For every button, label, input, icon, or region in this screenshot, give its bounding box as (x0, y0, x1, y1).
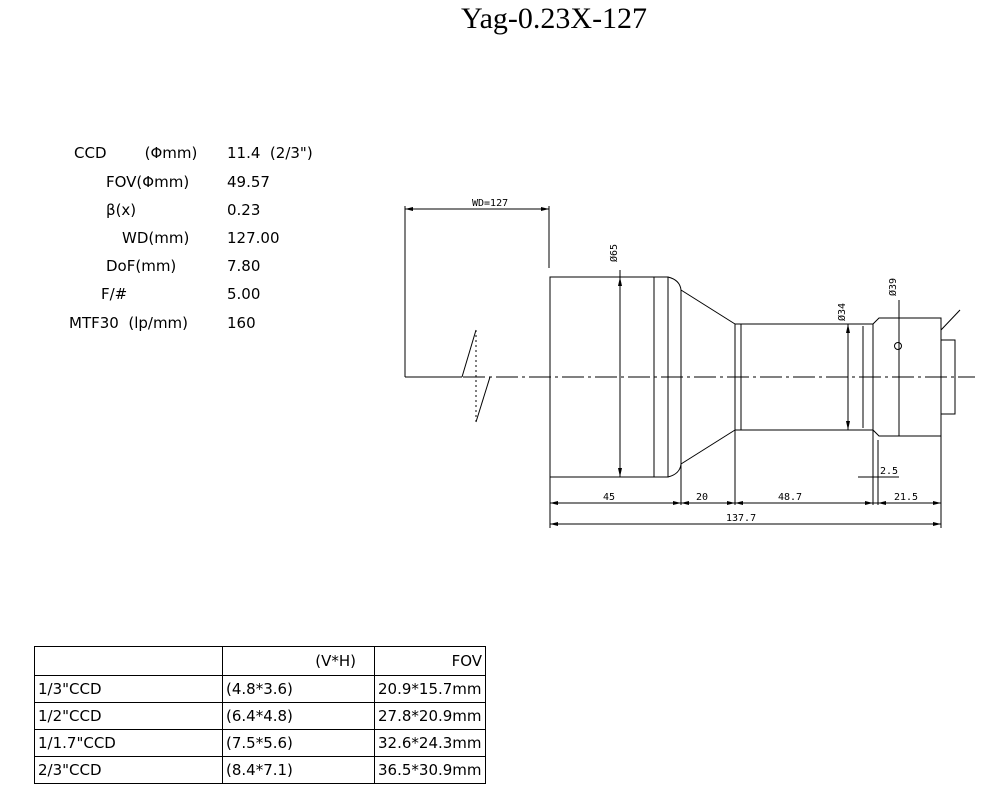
dim-label-45: 45 (603, 492, 615, 503)
table-header-cell: (V*H) (222, 646, 375, 676)
spec-value-ccd: 11.4 (2/3") (227, 144, 313, 162)
spec-label-magnification: β(x) (106, 201, 137, 219)
table-row: 1/3"CCD (4.8*3.6) 20.9*15.7mm (34, 675, 486, 703)
spec-label-dof: DoF(mm) (106, 257, 177, 275)
wd-label: WD=127 (472, 198, 508, 209)
locking-screw-icon (894, 342, 902, 350)
lens-dimension-drawing: WD=127 Ø65 Ø34 Ø39 45 20 48.7 21.5 2.5 1… (404, 198, 975, 528)
break-mark (461, 329, 477, 378)
table-cell: 1/2"CCD (34, 702, 223, 730)
table-cell: (7.5*5.6) (222, 729, 375, 757)
table-cell: 1/1.7"CCD (34, 729, 223, 757)
table-cell: 36.5*30.9mm (374, 756, 486, 784)
table-cell: 32.6*24.3mm (374, 729, 486, 757)
spec-label-mtf: MTF30 (lp/mm) (69, 314, 189, 332)
spec-value-mtf: 160 (227, 314, 256, 332)
spec-value-fnumber: 5.00 (227, 285, 261, 303)
dim-label-total: 137.7 (726, 513, 756, 524)
table-cell: (8.4*7.1) (222, 756, 375, 784)
table-cell: (4.8*3.6) (222, 675, 375, 703)
dim-label-20: 20 (696, 492, 708, 503)
dim-label-21-5: 21.5 (894, 492, 918, 503)
spec-value-wd: 127.00 (227, 229, 280, 247)
cone-top (680, 289, 736, 325)
dim-label-65: Ø65 (608, 244, 620, 262)
dim-label-48-7: 48.7 (778, 492, 802, 503)
table-row: 1/1.7"CCD (7.5*5.6) 32.6*24.3mm (34, 729, 486, 757)
sensor-fov-table: (V*H) FOV 1/3"CCD (4.8*3.6) 20.9*15.7mm … (34, 646, 486, 784)
table-cell: 1/3"CCD (34, 675, 223, 703)
dim-label-34: Ø34 (836, 303, 848, 321)
c-mount (940, 339, 956, 415)
cone-bottom (680, 429, 736, 465)
table-header-cell: FOV (374, 646, 486, 676)
dim-label-2-5: 2.5 (880, 466, 898, 477)
spec-label-fnumber: F/# (101, 285, 128, 303)
table-header-row: (V*H) FOV (34, 646, 486, 676)
table-cell: 2/3"CCD (34, 756, 223, 784)
spec-value-dof: 7.80 (227, 257, 261, 275)
dim-label-39: Ø39 (887, 278, 899, 296)
spec-label-wd: WD(mm) (122, 229, 190, 247)
table-header-cell (34, 646, 223, 676)
spec-value-fov: 49.57 (227, 173, 270, 191)
table-cell: 27.8*20.9mm (374, 702, 486, 730)
table-row: 2/3"CCD (8.4*7.1) 36.5*30.9mm (34, 756, 486, 784)
table-cell: 20.9*15.7mm (374, 675, 486, 703)
spec-label-ccd: CCD (Φmm) (74, 144, 198, 162)
spec-value-magnification: 0.23 (227, 201, 261, 219)
front-ring (653, 276, 669, 478)
table-row: 1/2"CCD (6.4*4.8) 27.8*20.9mm (34, 702, 486, 730)
page-title: Yag-0.23X-127 (460, 2, 648, 35)
table-cell: (6.4*4.8) (222, 702, 375, 730)
spec-label-fov: FOV(Φmm) (106, 173, 190, 191)
